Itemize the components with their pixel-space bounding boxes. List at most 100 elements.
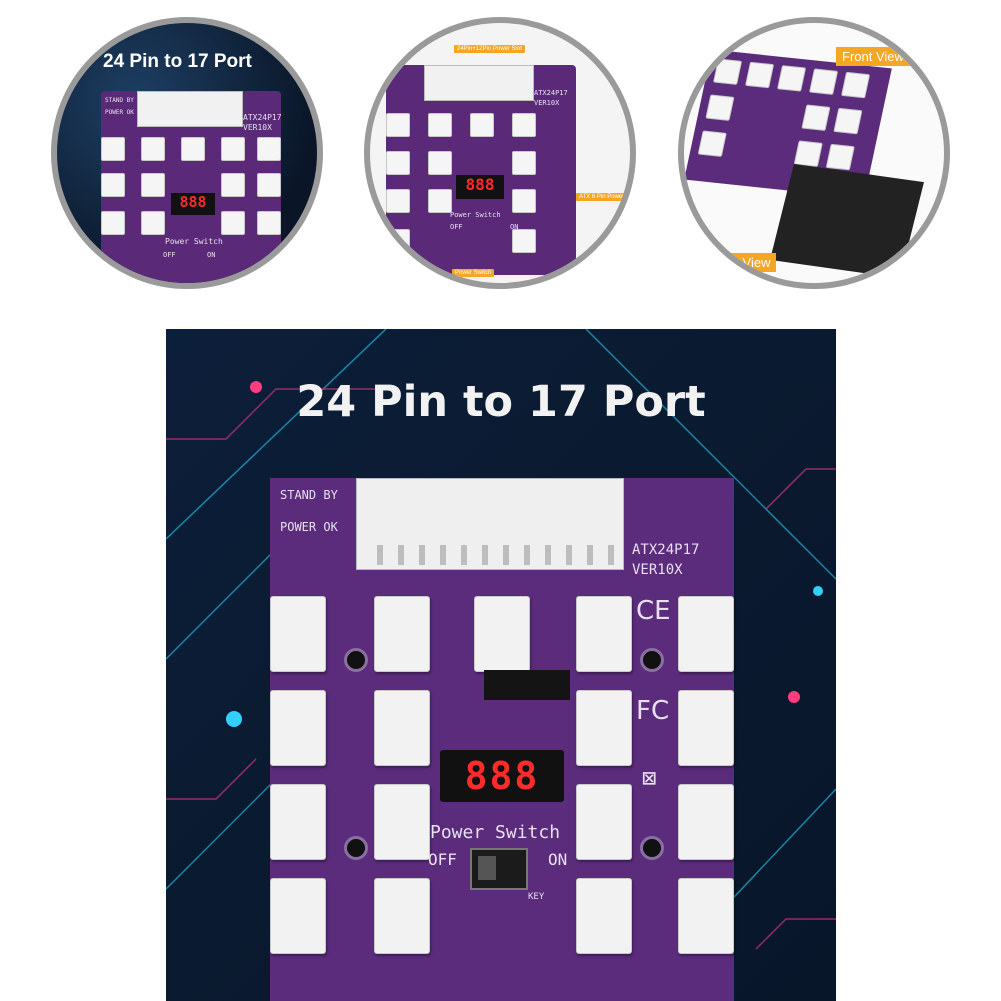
thumbnail-connector <box>809 68 839 95</box>
thumbnail-connector <box>221 173 245 197</box>
pcie-6pin-connector <box>576 690 632 766</box>
thumbnail-silk-standby: STAND BY <box>105 97 134 104</box>
pcie-6pin-connector <box>374 784 430 860</box>
power-switch-knob <box>478 856 496 880</box>
thumbnail-connector <box>181 137 205 161</box>
thumbnail-connector <box>257 137 281 161</box>
silk-power-switch: Power Switch <box>430 822 561 843</box>
header-pins <box>377 545 614 565</box>
pcie-6pin-connector <box>270 596 326 672</box>
thumbnail-connector <box>101 137 125 161</box>
silk-on: ON <box>548 850 568 869</box>
thumbnail-connector <box>512 229 536 253</box>
thumbnail-silk-on: ON <box>207 251 216 259</box>
thumbnail-connector <box>257 211 281 235</box>
main-product-image: 24 Pin to 17 Port STAND BY POWER OK ATX2… <box>166 329 836 1001</box>
thumbnail-board: STAND BY POWER OK ATX24P17 VER10X 888 Po… <box>101 91 282 283</box>
thumbnail-silk-on: ON <box>510 223 519 231</box>
thumbnail-silk-off: OFF <box>450 223 463 231</box>
thumbnail-connector <box>512 151 536 175</box>
callout-front-view: Front View <box>836 47 910 66</box>
thumbnail-connector <box>386 113 410 137</box>
thumbnail-connector <box>841 71 871 99</box>
thumbnail-connector <box>141 211 165 235</box>
thumbnail-board: ATX24P17 VER10X 888 Power Switch OFF ON <box>386 65 576 275</box>
thumbnail-connector <box>386 229 410 253</box>
thumbnail-led-display: 888 <box>456 175 504 199</box>
ic-chip <box>484 670 570 700</box>
glow-dot <box>788 691 800 703</box>
thumbnail-silk-model: ATX24P17 <box>534 89 568 97</box>
thumbnail-connector <box>745 61 775 89</box>
glow-dot <box>250 381 262 393</box>
pcie-6pin-connector <box>374 596 430 672</box>
thumbnail-1[interactable]: 24 Pin to 17 Port STAND BY POWER OK ATX2… <box>51 17 323 289</box>
pcie-6pin-connector <box>474 596 530 672</box>
pcie-6pin-connector <box>576 784 632 860</box>
thumbnail-connector <box>833 107 863 135</box>
power-switch[interactable] <box>470 848 528 890</box>
pcie-6pin-connector <box>678 878 734 954</box>
silk-ce-mark: CE <box>636 596 671 626</box>
thumbnail-silk-power-switch: Power Switch <box>165 237 223 246</box>
thumbnail-connector <box>512 189 536 213</box>
thumbnail-2[interactable]: ATX24P17 VER10X 888 Power Switch OFF ON … <box>364 17 636 289</box>
thumbnail-connector <box>705 94 735 121</box>
thumbnail-led-display: 888 <box>171 193 215 215</box>
thumbnail-connector <box>512 113 536 137</box>
thumbnail-connector <box>101 173 125 197</box>
thumbnail-connector <box>257 173 281 197</box>
glow-dot <box>226 711 242 727</box>
thumbnail-led-digits: 888 <box>179 193 207 211</box>
thumbnail-connector <box>713 58 743 85</box>
thumbnail-connector <box>428 113 452 137</box>
led-voltage-display: 888 <box>440 750 564 802</box>
thumbnail-connector <box>141 137 165 161</box>
pcie-6pin-connector <box>270 690 326 766</box>
silk-fc-mark: FC <box>636 696 670 726</box>
pcie-6pin-connector <box>678 690 734 766</box>
thumbnail-connector <box>428 151 452 175</box>
pcie-6pin-connector <box>576 878 632 954</box>
mounting-hole <box>344 648 368 672</box>
pcb-board: STAND BY POWER OK ATX24P17 VER10X <box>270 478 734 1001</box>
main-title: 24 Pin to 17 Port <box>296 377 706 427</box>
thumbnail-connector <box>386 189 410 213</box>
thumbnail-3[interactable]: Front View Back View <box>678 17 950 289</box>
thumbnail-silk-power-switch: Power Switch <box>450 211 501 219</box>
pcie-6pin-connector <box>270 878 326 954</box>
silk-standby: STAND BY <box>280 488 338 502</box>
callout-6pin-connector: ATX 6 Pin Power Connector <box>576 193 630 201</box>
mounting-hole <box>344 836 368 860</box>
silk-key: KEY <box>528 892 545 902</box>
thumbnail-connector <box>801 104 831 131</box>
silk-model: ATX24P17 <box>632 542 700 558</box>
thumbnail-connector <box>221 137 245 161</box>
thumbnail-silk-version: VER10X <box>534 99 560 107</box>
mounting-hole <box>640 648 664 672</box>
silk-version: VER10X <box>632 562 683 578</box>
pcie-6pin-connector <box>374 690 430 766</box>
thumbnail-connector <box>101 211 125 235</box>
thumbnail-header-connector <box>424 65 534 101</box>
thumbnail-connector <box>221 211 245 235</box>
mounting-hole <box>640 836 664 860</box>
silk-power-ok: POWER OK <box>280 520 338 534</box>
pcie-6pin-connector <box>678 596 734 672</box>
thumbnail-header-connector <box>137 91 243 127</box>
thumbnail-connector <box>141 173 165 197</box>
pcie-6pin-connector <box>576 596 632 672</box>
led-digits: 888 <box>464 754 540 798</box>
thumbnail-title: 24 Pin to 17 Port <box>103 51 252 72</box>
weee-bin-icon: ⊠ <box>642 764 657 792</box>
atx-24pin-header <box>356 478 624 570</box>
thumbnail-connector <box>777 65 807 92</box>
thumbnail-connector <box>470 113 494 137</box>
callout-back-view: Back View <box>704 253 777 272</box>
back-view-board <box>770 163 924 279</box>
thumbnail-silk-model: ATX24P17 <box>243 113 282 122</box>
thumbnail-silk-power-ok: POWER OK <box>105 109 134 116</box>
silk-off: OFF <box>428 850 457 869</box>
pcie-6pin-connector <box>374 878 430 954</box>
thumbnail-connector <box>428 189 452 213</box>
